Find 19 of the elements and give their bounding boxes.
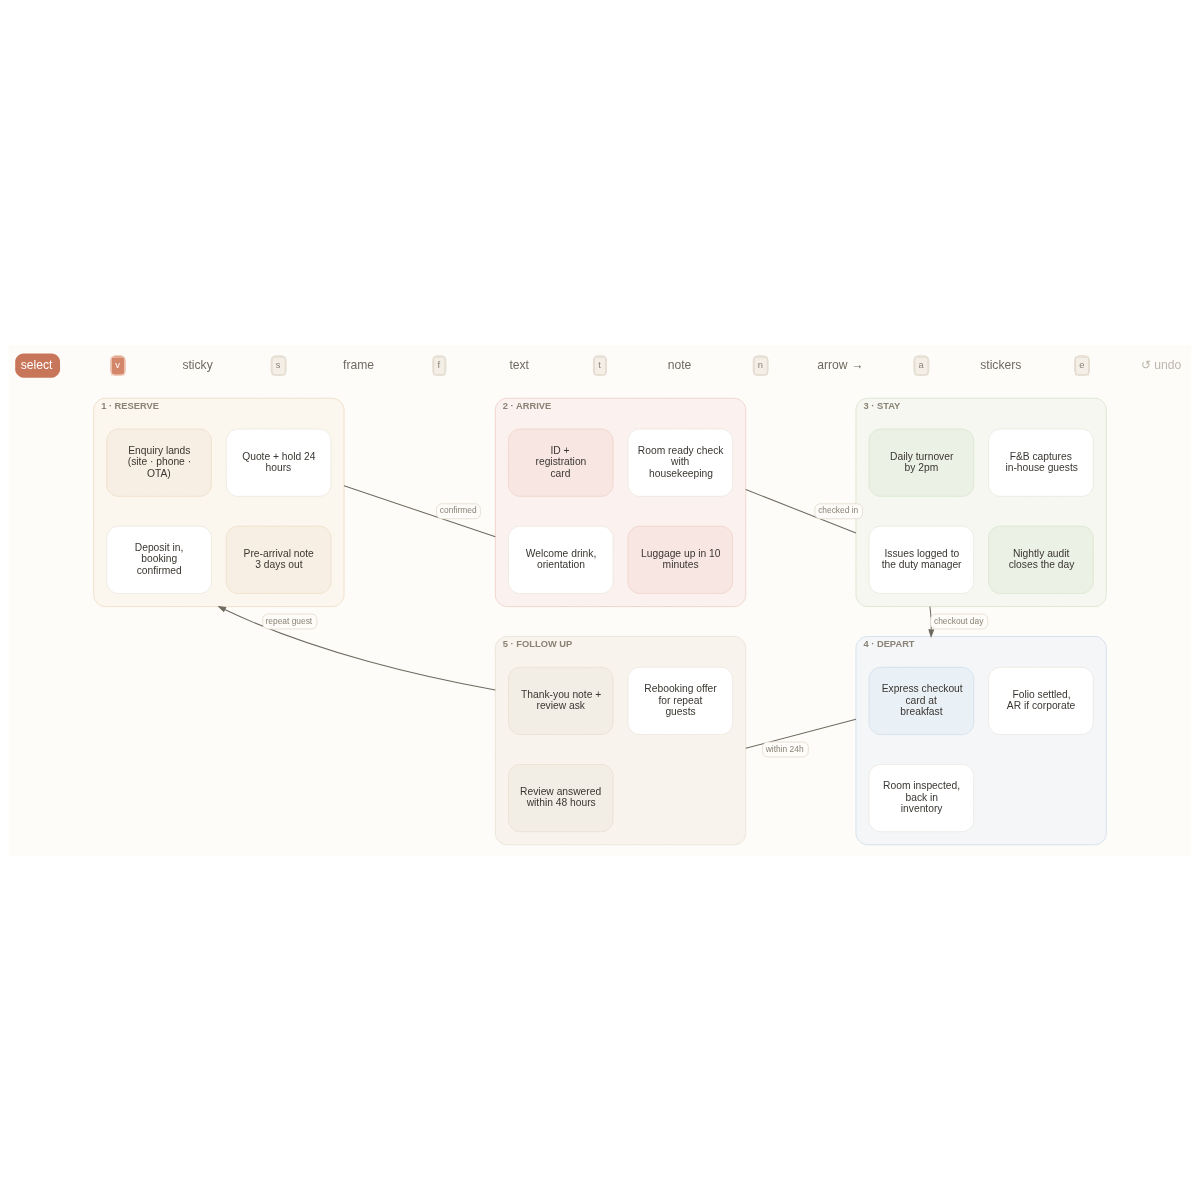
label: text bbox=[509, 357, 529, 372]
edge-label: repeat guest bbox=[265, 615, 313, 626]
label: s bbox=[275, 359, 281, 370]
edge-label: confirmed bbox=[439, 504, 477, 515]
label: stickers bbox=[980, 357, 1022, 372]
label: v bbox=[115, 359, 120, 370]
label: sticky bbox=[182, 357, 213, 372]
label: note bbox=[667, 357, 692, 372]
label: n bbox=[757, 359, 764, 370]
edge-label: within 24h bbox=[765, 743, 804, 754]
label: ↺ undo bbox=[1140, 357, 1182, 372]
label: t bbox=[598, 359, 601, 370]
edge-label: checkout day bbox=[933, 615, 984, 626]
label: select bbox=[20, 357, 53, 372]
label: frame bbox=[343, 357, 375, 372]
label: f bbox=[437, 359, 441, 370]
label: a bbox=[918, 359, 924, 370]
label: e bbox=[1079, 359, 1085, 370]
label: arrow → bbox=[817, 357, 864, 372]
